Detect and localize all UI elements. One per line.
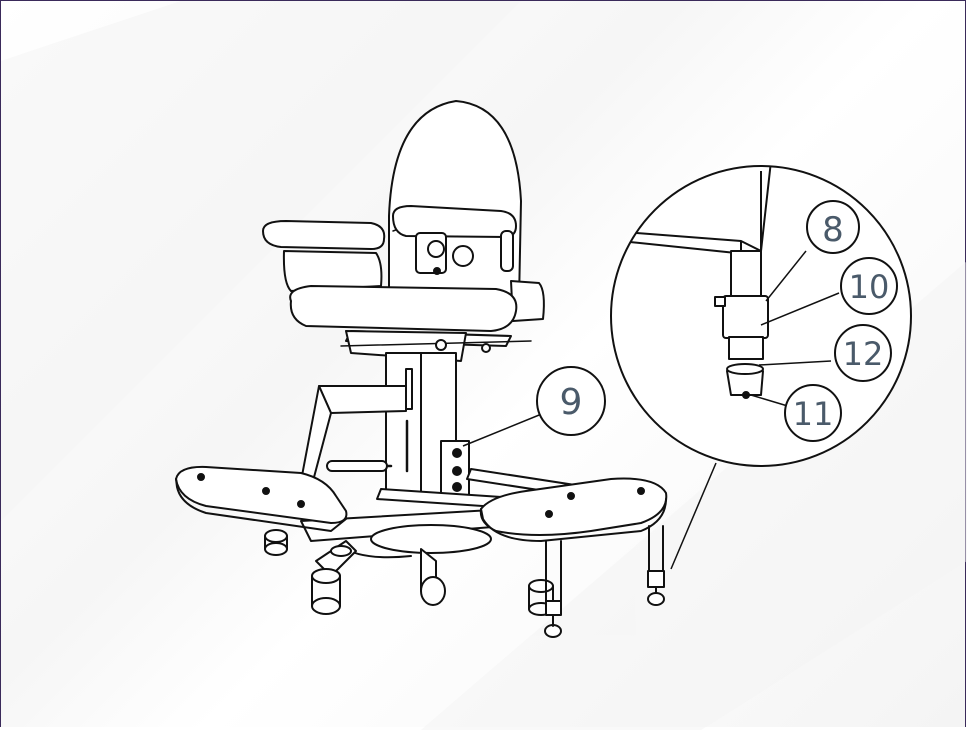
callout-12-label: 12 xyxy=(843,335,884,373)
footrest-bracket xyxy=(440,440,470,500)
callout-8-label: 8 xyxy=(822,210,844,250)
callout-10-label: 10 xyxy=(849,268,890,306)
detail-leader-line xyxy=(670,462,717,570)
leveling-sleeve xyxy=(722,295,769,339)
platform-legs xyxy=(544,525,665,638)
callout-9: 9 xyxy=(536,366,606,436)
callout-11-label: 11 xyxy=(793,395,834,433)
callout-9-label: 9 xyxy=(560,382,583,423)
side-support-arm xyxy=(300,385,407,482)
right-armrest xyxy=(392,205,545,322)
left-foot-platform xyxy=(175,465,348,532)
callout-10: 10 xyxy=(840,257,898,315)
callout-11: 11 xyxy=(784,384,842,442)
left-armrest xyxy=(262,220,386,292)
callout-8: 8 xyxy=(806,200,860,254)
leader-line-9 xyxy=(462,410,550,447)
seat-back xyxy=(388,100,522,302)
tilt-mechanism xyxy=(415,232,474,275)
callout-12: 12 xyxy=(834,324,892,382)
right-foot-platform xyxy=(479,477,668,542)
